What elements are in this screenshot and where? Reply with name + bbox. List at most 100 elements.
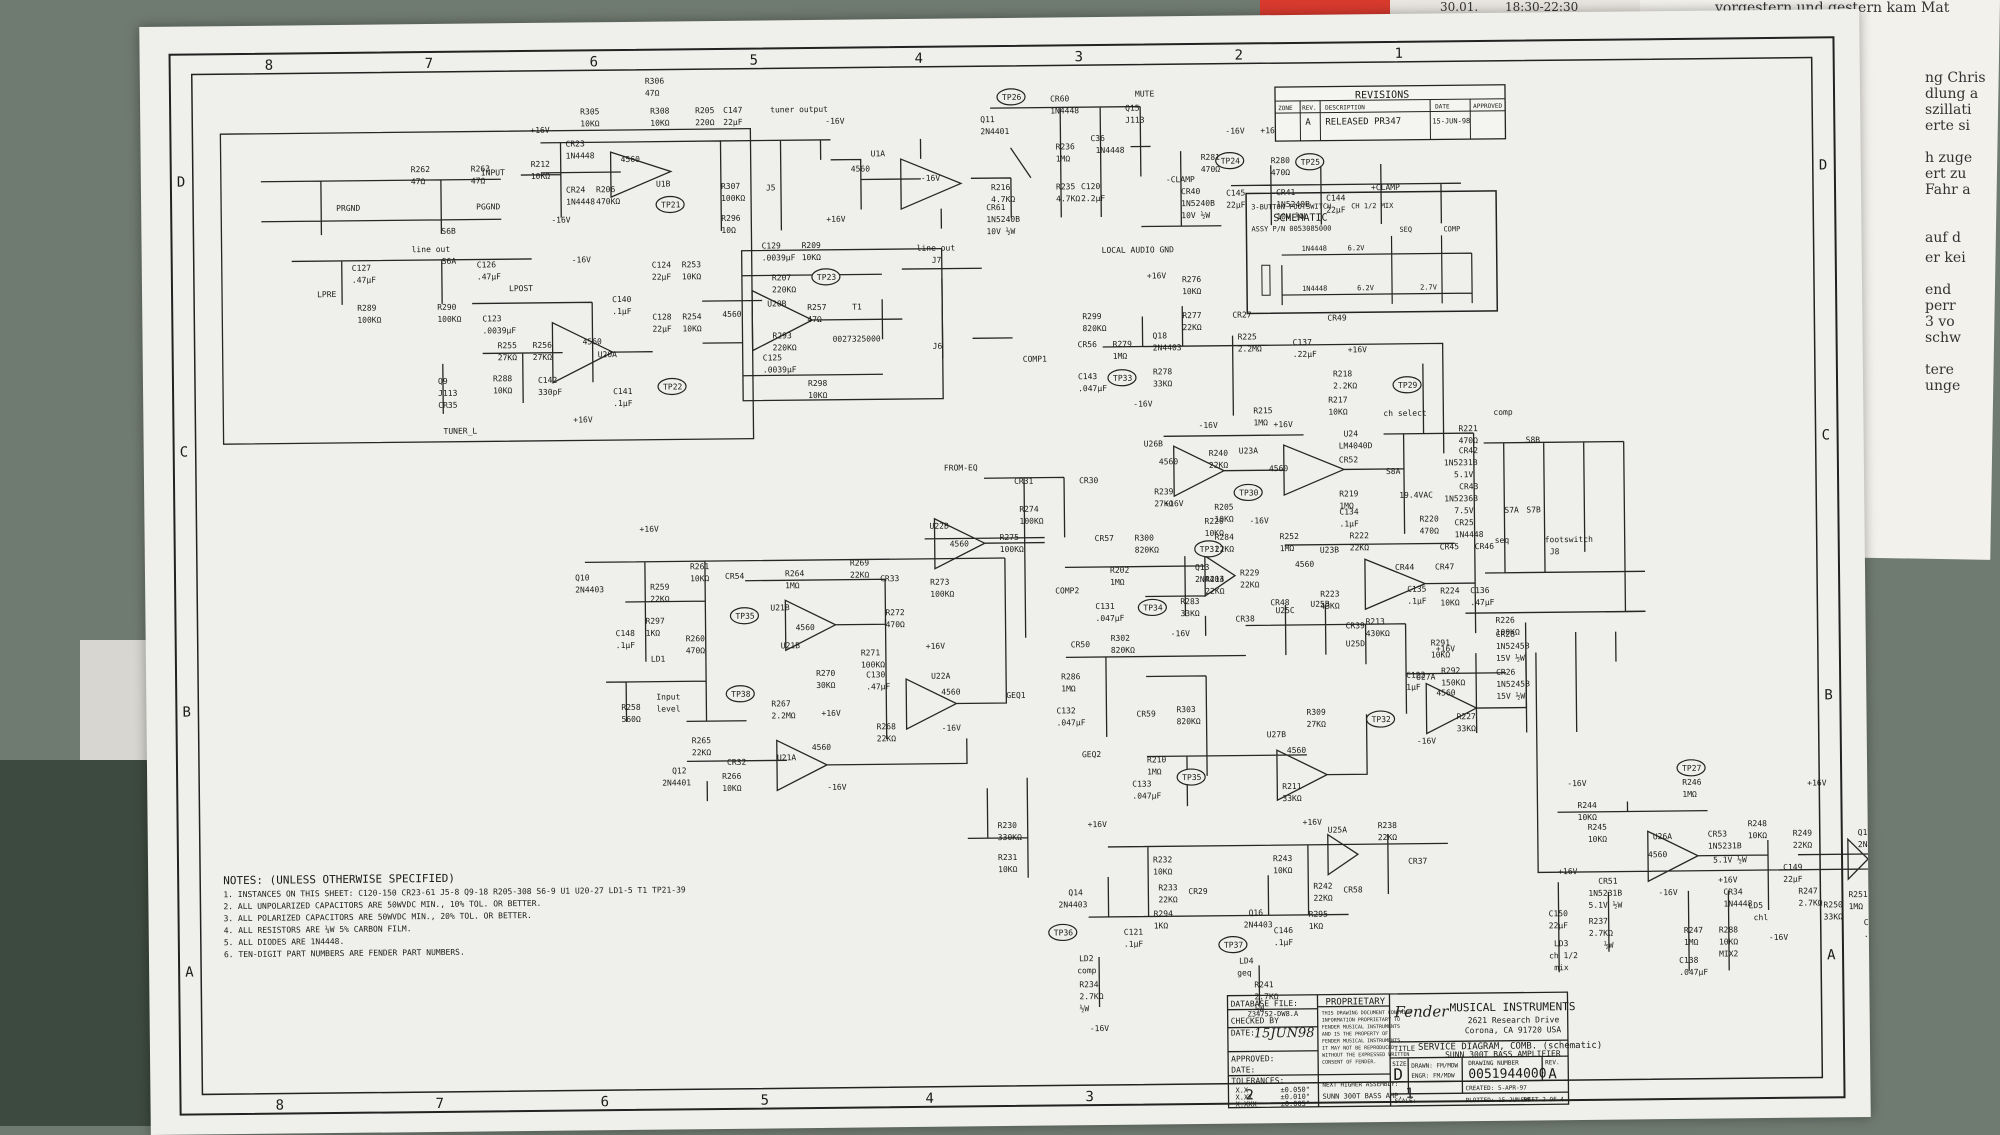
component-label: R230 [998, 821, 1018, 830]
component-label: R275 [1000, 533, 1020, 542]
component-label: R283 [1180, 597, 1200, 606]
component-label: C138 [1679, 956, 1699, 965]
component-label: R258 [621, 703, 641, 712]
component-label: CR57 [1095, 534, 1115, 543]
component-label: R205 [695, 106, 715, 115]
component-label: 100KΩ [721, 194, 745, 203]
component-label: 1N5236B [1444, 494, 1478, 503]
component-label: 1KΩ [646, 629, 661, 638]
component-label: Q18 [1152, 331, 1167, 340]
component-label: C134 [1339, 507, 1359, 516]
component-label: .47μF [477, 272, 501, 281]
component-label: 2N4403 [1195, 575, 1224, 584]
footswitch-label-d1: 1N4448 [1302, 245, 1327, 253]
component-label: R279 [1113, 340, 1133, 349]
footswitch-assy: ASSY P/N 0053085000 [1251, 225, 1331, 234]
revisions-title: REVISIONS [1355, 90, 1409, 102]
component-label: R237 [1589, 917, 1609, 926]
component-label: 22μF [652, 272, 672, 281]
component-label: U27B [1267, 730, 1287, 739]
component-label: R276 [1182, 275, 1202, 284]
component-label: 22KΩ [1215, 545, 1235, 554]
component-label: C132 [1056, 706, 1076, 715]
component-label: CR37 [1408, 857, 1428, 866]
background-note-line: tere [1925, 362, 1954, 378]
component-label: U25D [1346, 639, 1366, 648]
component-label: TP25 [1301, 158, 1321, 167]
component-label: R226 [1495, 616, 1515, 625]
component-label: 1N5245B [1496, 642, 1530, 651]
component-label: 100KΩ [437, 315, 461, 324]
component-label: CR59 [1136, 709, 1156, 718]
component-label: R286 [1061, 672, 1081, 681]
component-label: U23A [1239, 446, 1259, 455]
background-note-line: erte si [1925, 118, 1970, 134]
notes-line-6: 6. TEN-DIGIT PART NUMBERS ARE FENDER PAR… [224, 948, 465, 960]
component-label: ½W [1080, 1003, 1090, 1013]
component-label: -16V [1133, 399, 1153, 408]
component-label: 10KΩ [580, 119, 600, 128]
component-label: PRGND [336, 204, 360, 213]
component-label: R277 [1182, 311, 1202, 320]
component-label: 220KΩ [772, 285, 796, 294]
component-label: 4560 [1159, 457, 1179, 466]
background-date-1: 30.01. [1440, 0, 1478, 14]
component-label: .0039μF [763, 365, 797, 374]
component-label: R278 [1153, 367, 1173, 376]
component-label: C145 [1226, 188, 1246, 197]
component-label: C126 [477, 260, 497, 269]
component-label: 820KΩ [1135, 545, 1159, 554]
component-label: CR58 [1343, 885, 1363, 894]
component-label: R271 [861, 648, 881, 657]
component-label: U1A [871, 149, 886, 158]
component-label: 1MΩ [1110, 578, 1125, 587]
component-label: 22KΩ [850, 570, 870, 579]
component-label: MIX2 [1719, 949, 1739, 958]
component-label: C143 [1078, 372, 1098, 381]
component-label: S6B [441, 227, 456, 236]
component-label: T1 [852, 302, 862, 311]
component-label: 2.7KΩ [1079, 992, 1103, 1001]
footswitch-label-z2: 6.2V [1357, 284, 1375, 292]
component-label: 4560 [950, 539, 970, 548]
component-label: R207 [772, 273, 792, 282]
component-label: 1MΩ [1147, 767, 1162, 776]
component-label: CR24 [566, 185, 586, 194]
rev-row-rev: A [1305, 118, 1311, 128]
component-label: C142 [538, 376, 558, 385]
component-label: TP32 [1372, 715, 1392, 724]
component-label: -16V [1249, 516, 1269, 525]
notes-line-4: 4. ALL RESISTORS ARE ¼W 5% CARBON FILM. [224, 924, 412, 935]
component-label: R216 [991, 183, 1011, 192]
component-label: 470Ω [1271, 168, 1291, 177]
component-label: 10V ½W [986, 226, 1015, 236]
component-label: R209 [802, 241, 822, 250]
component-label: 1MΩ [1061, 684, 1076, 693]
component-label: +16V [1303, 818, 1323, 827]
component-label: 100KΩ [930, 590, 954, 599]
component-label: CR46 [1475, 542, 1495, 551]
grid-row-left-D: D [177, 175, 186, 191]
component-label: CR53 [1708, 829, 1728, 838]
component-label: LOCAL AUDIO GND [1102, 245, 1175, 255]
grid-col-top-8: 8 [265, 58, 274, 74]
company-address-2: Corona, CA 91720 USA [1465, 1025, 1562, 1035]
component-label: LPOST [509, 284, 533, 293]
component-label: 15V ½W [1496, 653, 1525, 663]
component-label: CR33 [880, 574, 900, 583]
component-label: TP23 [817, 273, 837, 282]
component-label: 470KΩ [596, 197, 620, 206]
component-label: CR51 [1598, 877, 1618, 886]
component-label: +16V [573, 415, 593, 424]
component-label: 22μF [1226, 200, 1246, 209]
component-label: R306 [645, 77, 665, 86]
background-note-line: 3 vo [1925, 314, 1955, 330]
component-label: U25B [1310, 600, 1330, 609]
component-label: CR25 [1454, 518, 1474, 527]
component-label: 2N4403 [1244, 920, 1273, 929]
component-label: R212 [531, 160, 551, 169]
component-label: 1N5240B [1181, 199, 1215, 208]
component-label: Q17 [1858, 828, 1871, 837]
component-label: R263 [471, 164, 491, 173]
